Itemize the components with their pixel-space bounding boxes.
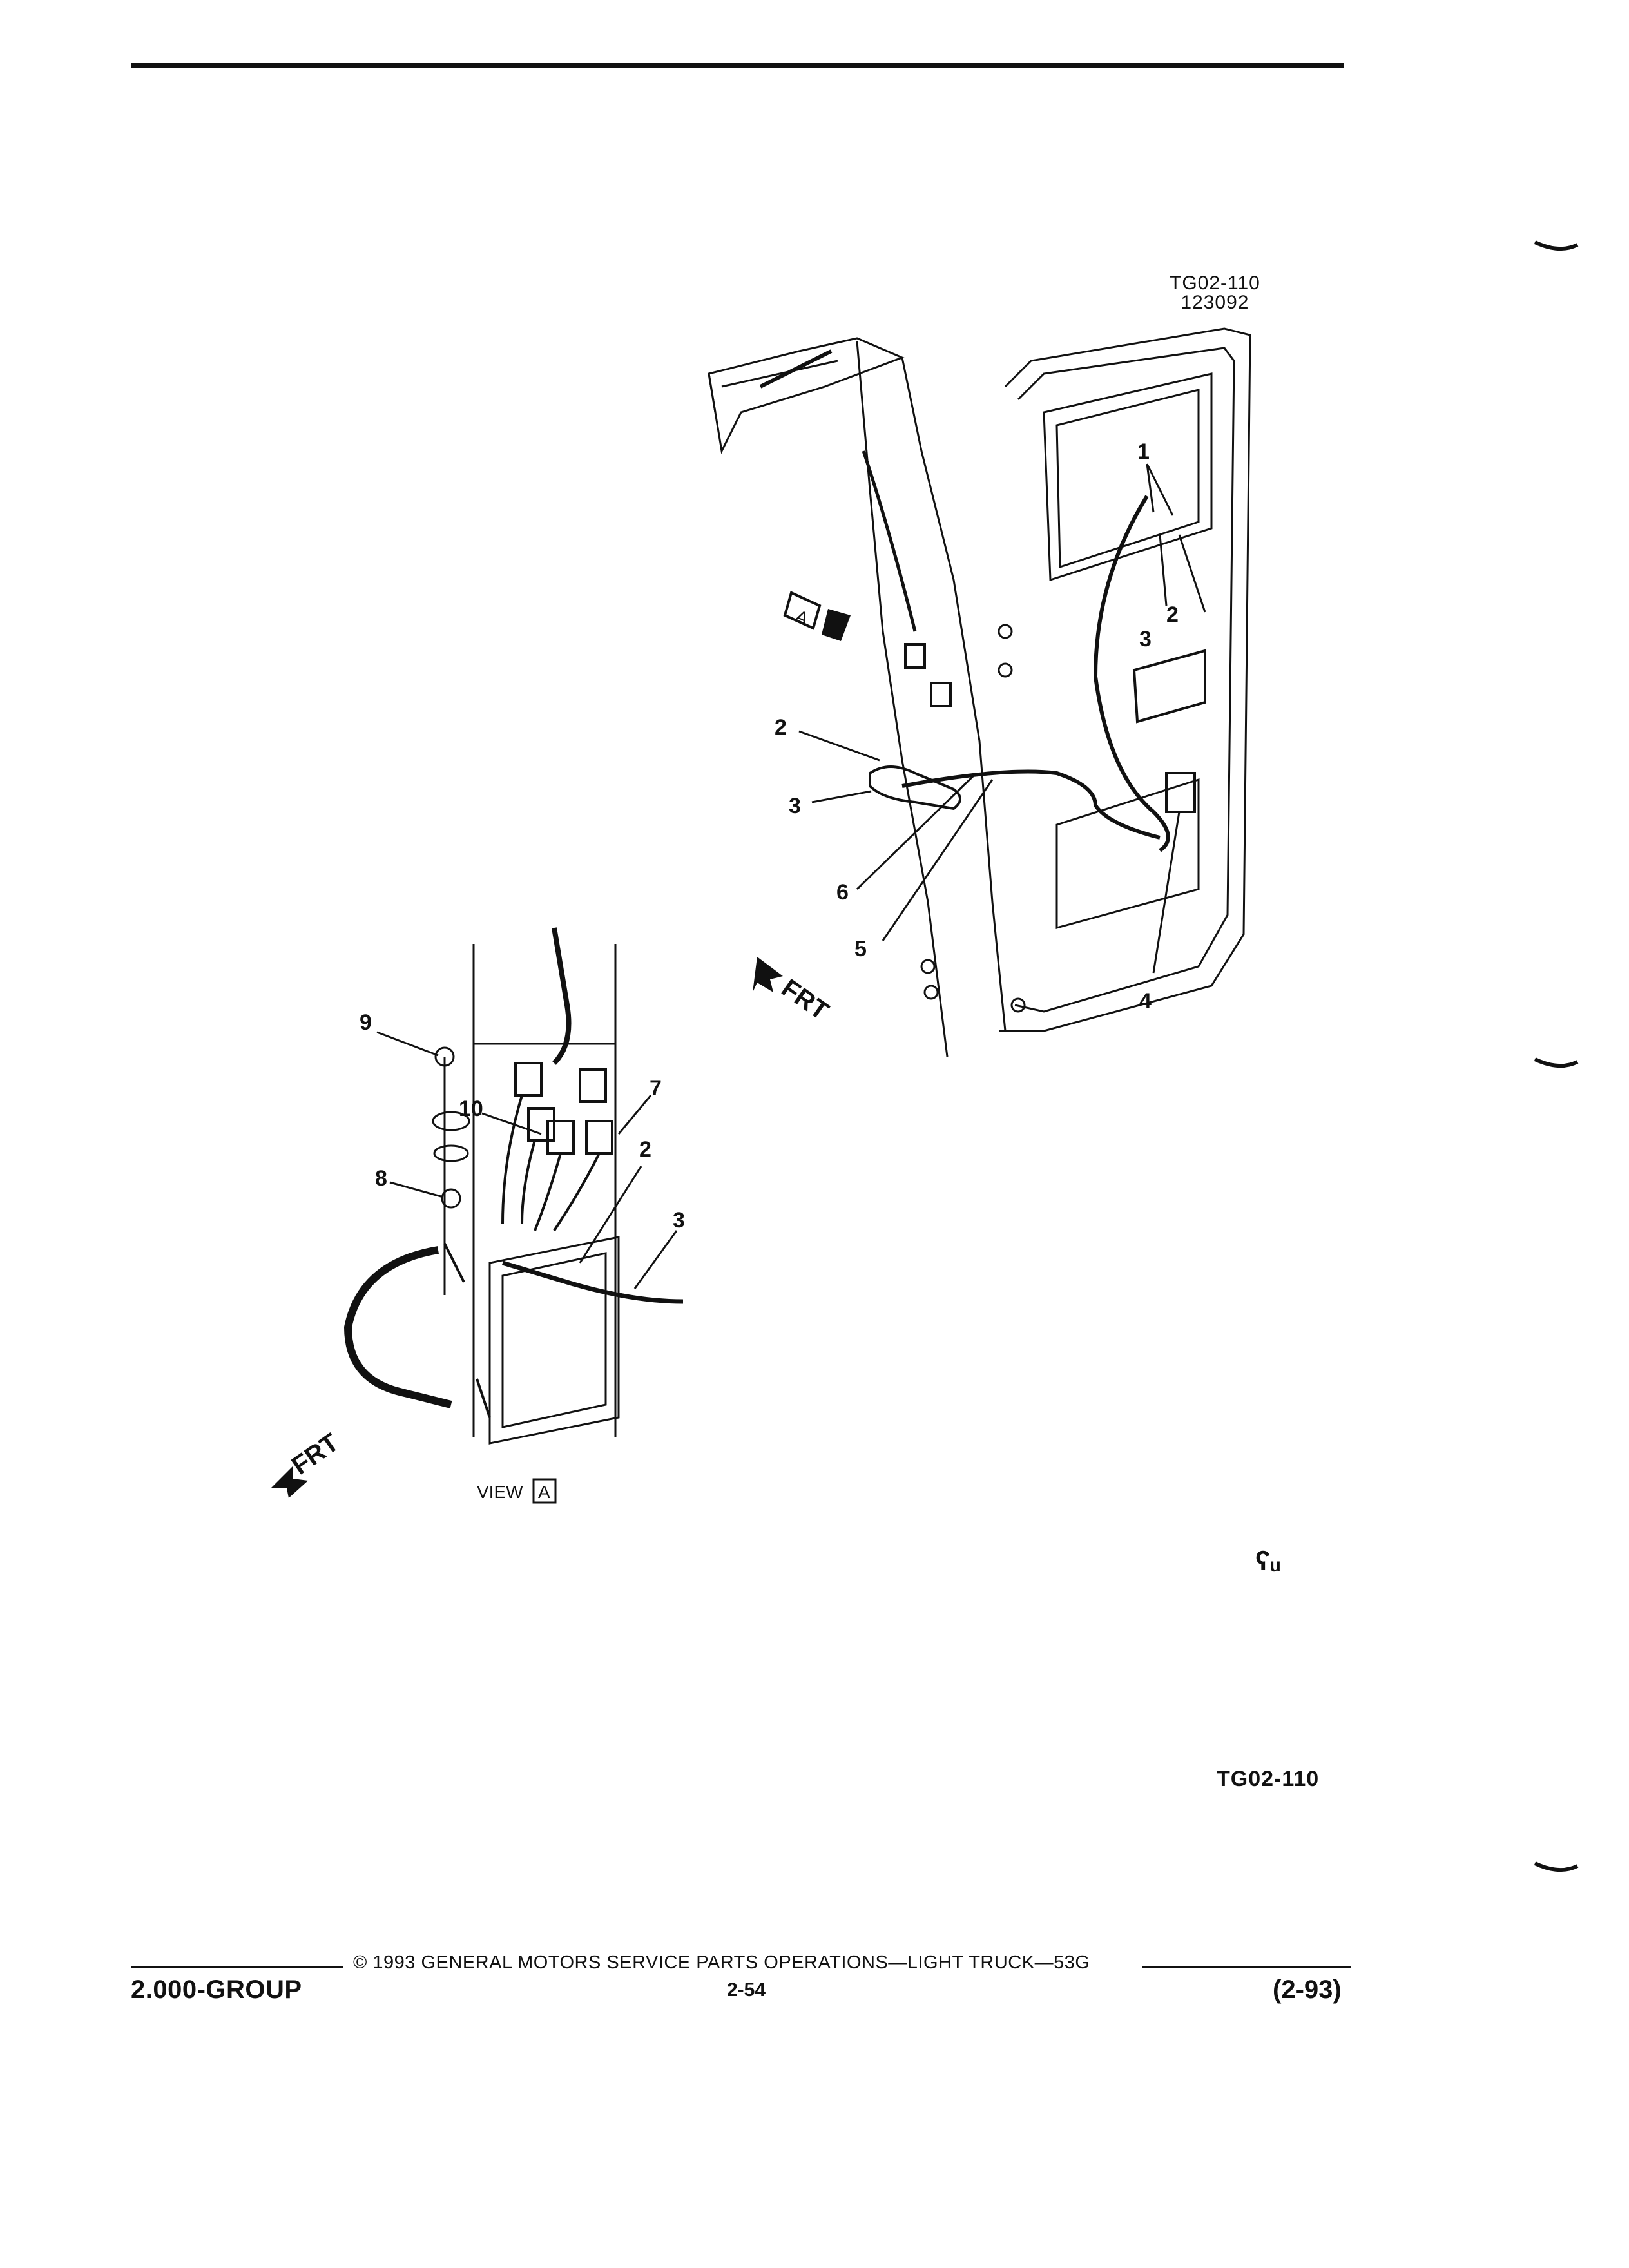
view-a-caption: VIEW A (477, 1478, 557, 1504)
callout-9: 9 (360, 1010, 372, 1035)
illustrator-mark: ʕᵤ (1255, 1545, 1280, 1575)
copyright-notice: © 1993 GENERAL MOTORS SERVICE PARTS OPER… (353, 1952, 1090, 1973)
binder-mark (1534, 1057, 1579, 1068)
callout-2: 2 (639, 1137, 651, 1162)
front-arrow-main: FRT (753, 957, 834, 1026)
callout-5: 5 (854, 937, 867, 961)
figure-date-code: 123092 (1181, 292, 1249, 313)
callout-4: 4 (1139, 989, 1152, 1014)
callout-3: 3 (673, 1208, 685, 1233)
door-drawing (343, 327, 1251, 1445)
callout-2: 2 (1166, 602, 1179, 627)
callout-2: 2 (775, 715, 787, 740)
view-caption-text: VIEW (477, 1482, 523, 1502)
callout-7: 7 (650, 1076, 662, 1100)
top-rule (131, 63, 1344, 68)
figure-code: TG02-110 (1170, 273, 1260, 294)
callout-8: 8 (375, 1166, 387, 1191)
binder-mark (1534, 1861, 1579, 1872)
binder-mark (1534, 240, 1579, 251)
view-a-key: A (792, 606, 851, 641)
view-caption-letter: A (538, 1482, 550, 1502)
front-label-view-a: FRT (287, 1428, 344, 1481)
callout-3: 3 (1139, 627, 1152, 651)
callout-1: 1 (1137, 439, 1150, 464)
front-arrow-view-a: FRT (271, 1428, 344, 1498)
group-label: 2.000-GROUP (131, 1975, 302, 2004)
front-label-main: FRT (776, 974, 834, 1026)
figure-footer-id: TG02-110 (1217, 1767, 1320, 1791)
page-number: 2-54 (727, 1979, 766, 2001)
footer-rule-left (131, 1966, 343, 1968)
figure-code-block: TG02-110 123092 (1170, 274, 1260, 312)
footer-rule-right (1142, 1966, 1351, 1968)
page-footer: © 1993 GENERAL MOTORS SERVICE PARTS OPER… (0, 1952, 1629, 2030)
callout-6: 6 (836, 880, 849, 905)
callout-3: 3 (789, 794, 801, 818)
callout-10: 10 (459, 1097, 483, 1121)
view-caption-box (532, 1478, 557, 1504)
revision-date: (2-93) (1273, 1975, 1342, 2004)
